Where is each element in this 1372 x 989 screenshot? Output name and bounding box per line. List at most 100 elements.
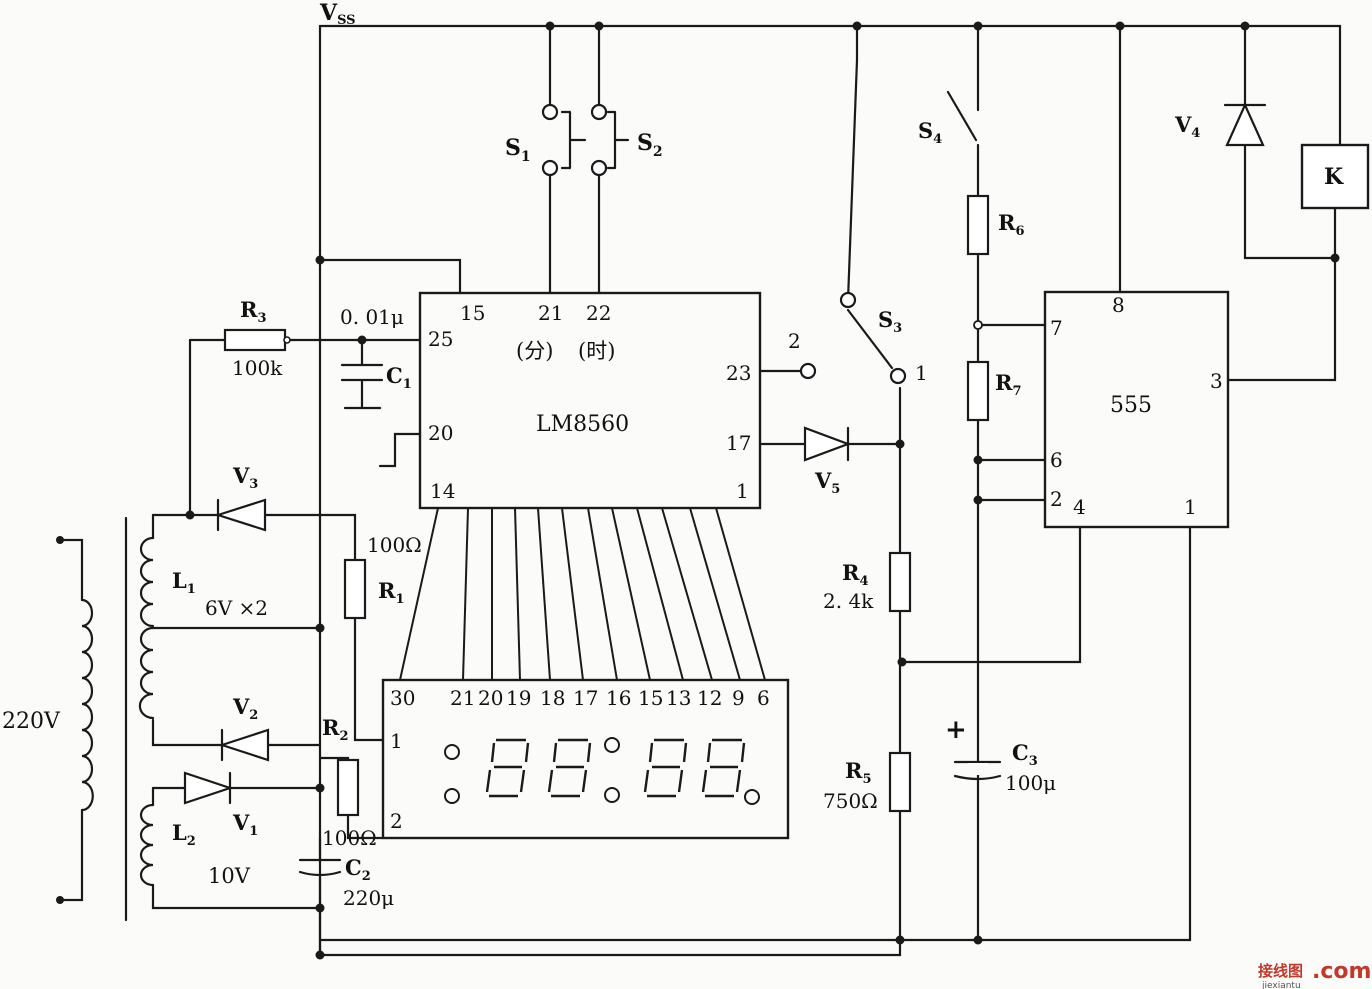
relay-k <box>1300 143 1370 210</box>
timer-name: 555 <box>1110 393 1152 418</box>
l2-value: 10V <box>208 864 251 888</box>
junction-dot <box>1115 21 1125 31</box>
digit-4 <box>701 738 746 798</box>
junction-dot <box>895 935 905 945</box>
svg-text:S4: S4 <box>918 118 942 147</box>
pin-15: 15 <box>460 301 485 325</box>
svg-text:S3: S3 <box>878 307 902 336</box>
timer-pin-4: 4 <box>1073 495 1086 519</box>
capacitor-c1 <box>340 363 384 410</box>
watermark-en: jiexiantu <box>1261 981 1301 989</box>
c3-value: 100μ <box>1005 771 1056 795</box>
svg-text:C3: C3 <box>1012 740 1038 769</box>
junction-dot <box>1240 21 1250 31</box>
terminal-1-label: 1 <box>915 361 928 385</box>
svg-text:V3: V3 <box>232 463 258 492</box>
junction-dot <box>973 495 983 505</box>
svg-text:R4: R4 <box>842 560 869 589</box>
v3-label: V <box>232 463 250 488</box>
s3-label: S <box>878 307 893 332</box>
chip-hour-label: (时) <box>578 339 615 363</box>
svg-text:V2: V2 <box>232 694 258 723</box>
mains-voltage: 220V <box>2 709 61 734</box>
s2-label: S <box>637 130 653 156</box>
v1-label: V <box>232 810 250 835</box>
display-pin-1: 1 <box>390 729 403 753</box>
timer-pin-6: 6 <box>1050 448 1063 472</box>
diode-v2 <box>218 728 270 762</box>
resistor-r6 <box>966 194 990 256</box>
display-pin-2: 2 <box>390 809 403 833</box>
pin-20: 20 <box>428 421 453 445</box>
svg-text:V1: V1 <box>232 810 258 839</box>
svg-text:R1: R1 <box>378 578 405 607</box>
junction-dot <box>897 657 907 667</box>
junction-dot <box>185 510 195 520</box>
l1-label: L <box>172 568 187 593</box>
l1-value: 6V ×2 <box>205 596 268 620</box>
junction-dot <box>973 935 983 945</box>
display-pin-19: 19 <box>506 686 531 710</box>
resistor-r5 <box>888 751 912 813</box>
svg-text:L1: L1 <box>172 568 196 597</box>
watermark-com: .com <box>1312 959 1371 984</box>
svg-text:S1: S1 <box>505 135 531 165</box>
timer-pin-1: 1 <box>1184 495 1197 519</box>
display-pin-16: 16 <box>606 686 631 710</box>
chip-minute-label: (分) <box>516 339 553 363</box>
c1-label: C <box>386 363 403 388</box>
resistor-r3 <box>223 328 287 352</box>
r2-label: R <box>322 715 340 740</box>
v5-label: V <box>814 468 832 493</box>
r4-value: 2. 4k <box>823 589 874 613</box>
junction-dot <box>1330 253 1340 263</box>
chip-name: LM8560 <box>536 412 629 437</box>
timer-pin-7: 7 <box>1050 316 1063 340</box>
c2-value: 220μ <box>343 886 394 910</box>
junctions <box>185 21 1340 960</box>
junction-dot <box>895 439 905 449</box>
digit-1 <box>485 738 530 798</box>
timer-pin-2: 2 <box>1050 487 1063 511</box>
junction-dot <box>315 950 325 960</box>
lm8560-chip <box>418 291 762 510</box>
junction-dot <box>594 21 604 31</box>
c3-label: C <box>1012 740 1029 765</box>
svg-text:R2: R2 <box>322 715 349 744</box>
diode-v5 <box>803 426 852 462</box>
transformer-primary <box>80 598 94 812</box>
display-pin-17: 17 <box>573 686 598 710</box>
junction-open <box>973 320 983 330</box>
pin-21: 21 <box>538 301 563 325</box>
seven-segment-display <box>381 678 790 840</box>
r3-label: R <box>240 297 258 322</box>
resistor-r2 <box>336 758 360 817</box>
inductor-l1 <box>138 536 155 720</box>
r1-value: 100Ω <box>367 533 422 557</box>
svg-text:C2: C2 <box>345 855 371 884</box>
pin-1: 1 <box>736 479 749 503</box>
svg-text:R6: R6 <box>998 210 1025 239</box>
resistor-r1 <box>343 558 367 620</box>
r2-value: 100Ω <box>322 826 377 850</box>
digit-3 <box>643 738 688 798</box>
timer-pin-3: 3 <box>1210 369 1223 393</box>
junction-dot <box>315 783 325 793</box>
svg-text:V4: V4 <box>1174 112 1200 141</box>
r6-label: R <box>998 210 1016 235</box>
display-pin-21: 21 <box>450 686 475 710</box>
capacitor-c3 <box>953 760 1002 781</box>
junction-dot <box>973 21 983 31</box>
svg-text:C1: C1 <box>386 363 412 392</box>
switch-s3 <box>839 291 907 385</box>
pin-14: 14 <box>430 479 455 503</box>
pin-17: 17 <box>726 431 751 455</box>
svg-text:S2: S2 <box>637 130 663 160</box>
vss-label: V <box>319 0 338 26</box>
junction-dot <box>357 335 367 345</box>
c1-value: 0. 01μ <box>340 305 404 329</box>
junction-dot <box>973 455 983 465</box>
r3-value: 100k <box>232 356 283 380</box>
display-pin-13: 13 <box>666 686 691 710</box>
